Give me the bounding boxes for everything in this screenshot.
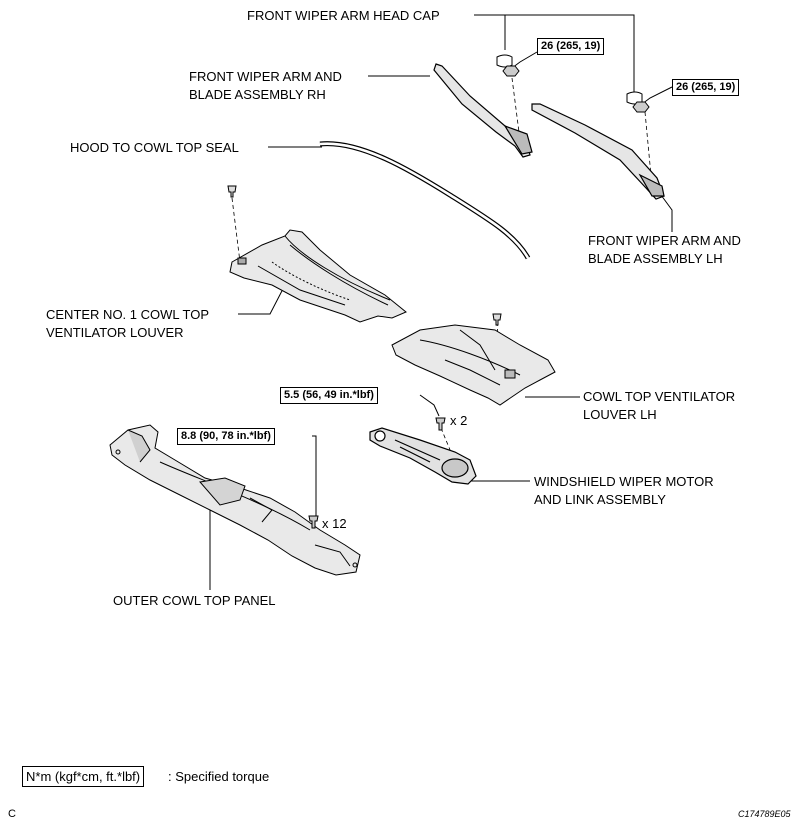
torque-box-lh-nut: 26 (265, 19) <box>672 79 740 96</box>
label-arm-lh-line2: BLADE ASSEMBLY LH <box>588 251 723 266</box>
outer-cowl-panel <box>109 424 361 576</box>
label-hood-seal: HOOD TO COWL TOP SEAL <box>70 140 239 155</box>
label-motor-line2: AND LINK ASSEMBLY <box>534 492 666 507</box>
clip-center-louver <box>227 185 237 198</box>
head-cap-rh <box>496 54 513 68</box>
wiper-arm-rh <box>433 63 533 158</box>
center-louver-leader <box>238 284 286 315</box>
label-arm-lh-line1: FRONT WIPER ARM AND <box>588 233 741 248</box>
label-head-cap: FRONT WIPER ARM HEAD CAP <box>247 8 440 23</box>
legend-torque-text: : Specified torque <box>168 769 270 784</box>
arm-lh-leader <box>660 194 673 232</box>
qty-motor-bolt: x 2 <box>450 413 468 428</box>
lh-nut-torque-leader <box>641 86 673 105</box>
lh-nut-dash <box>644 111 653 187</box>
torque-box-rh-nut: 26 (265, 19) <box>537 38 605 55</box>
label-louver-lh-line2: LOUVER LH <box>583 407 657 422</box>
torque-box-panel-bolt: 8.8 (90, 78 in.*lbf) <box>177 428 275 445</box>
figure-code: C174789E05 <box>738 809 791 819</box>
hood-cowl-seal <box>319 141 531 260</box>
cowl-louver-lh <box>391 324 556 406</box>
corner-letter: C <box>8 808 16 820</box>
wiper-arm-lh <box>531 103 665 200</box>
motor-bolt-torque-leader <box>419 394 440 417</box>
label-motor-line1: WINDSHIELD WIPER MOTOR <box>534 474 714 489</box>
center-clip-dash <box>231 197 241 263</box>
nut-lh <box>632 101 650 113</box>
nut-rh <box>502 65 520 77</box>
clip-louver-lh <box>492 313 502 326</box>
label-louver-lh-line1: COWL TOP VENTILATOR <box>583 389 736 404</box>
panel-bolt-torque-leader <box>312 435 317 520</box>
rh-nut-torque-leader <box>511 51 538 69</box>
head-cap-leader <box>474 14 635 92</box>
legend-torque-unit: N*m (kgf*cm, ft.*lbf) <box>22 766 145 787</box>
qty-panel-bolt: x 12 <box>322 516 347 531</box>
label-center-louver-line2: VENTILATOR LOUVER <box>46 325 184 340</box>
panel-bolt <box>308 515 319 529</box>
wiper-motor-link <box>369 427 477 485</box>
label-center-louver-line1: CENTER NO. 1 COWL TOP <box>46 307 210 322</box>
rh-nut-dash <box>511 77 521 141</box>
label-outer-panel: OUTER COWL TOP PANEL <box>113 593 276 608</box>
label-arm-rh-line2: BLADE ASSEMBLY RH <box>189 87 326 102</box>
motor-bolt <box>435 417 446 431</box>
center-cowl-louver <box>229 229 407 323</box>
louver-clip-dash <box>496 321 501 373</box>
torque-box-motor-bolt: 5.5 (56, 49 in.*lbf) <box>280 387 378 404</box>
label-arm-rh-line1: FRONT WIPER ARM AND <box>189 69 342 84</box>
